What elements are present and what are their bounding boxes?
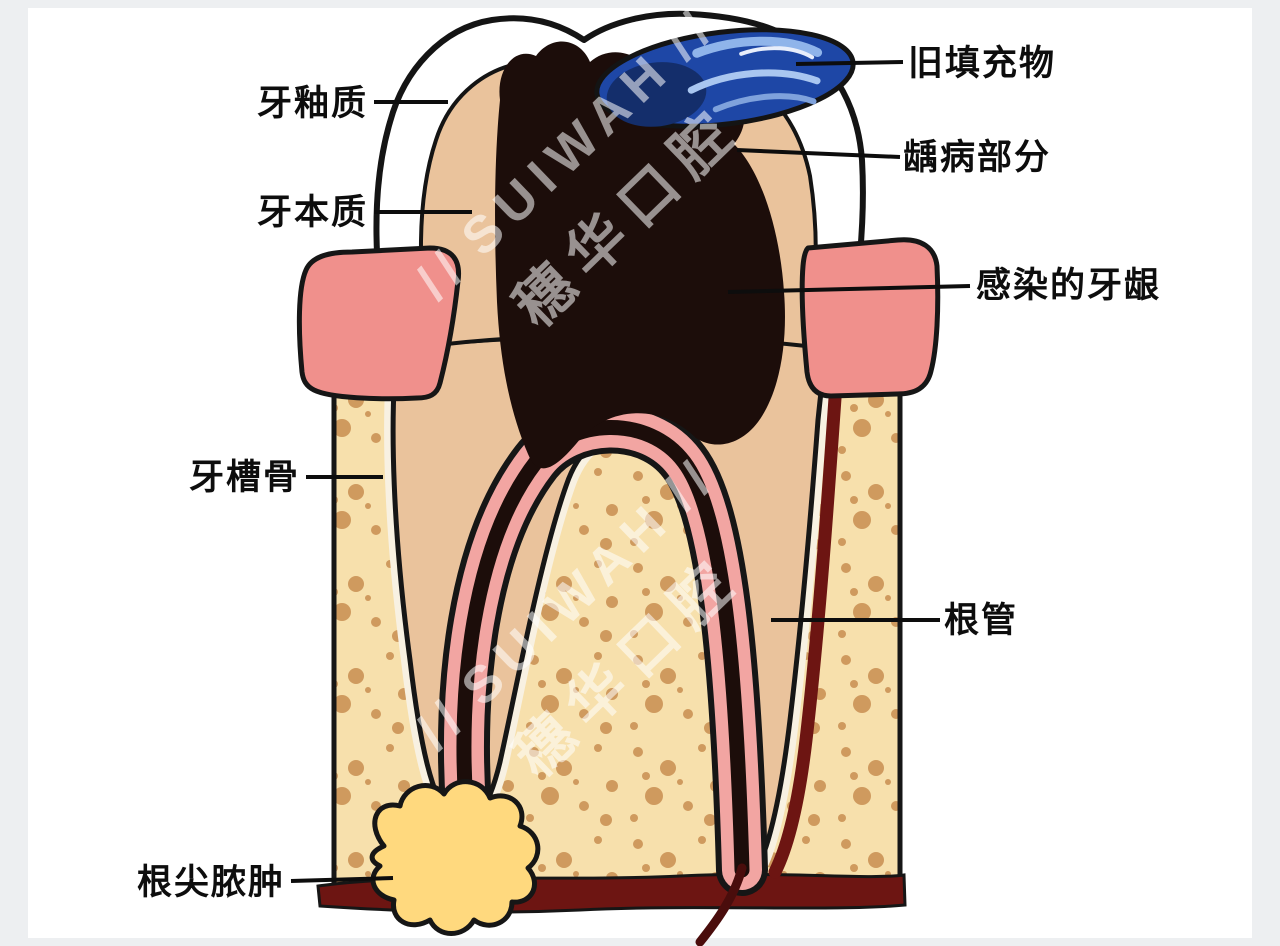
label-caries: 龋病部分	[903, 138, 1052, 177]
filling-streak	[712, 93, 817, 113]
apical-abscess-shape	[369, 779, 541, 936]
leader-line-caries	[736, 148, 901, 159]
leader-line-abscess	[290, 876, 394, 883]
old-filling-group	[594, 27, 856, 129]
filling-streak	[739, 46, 815, 60]
label-root-canal: 根管	[944, 601, 1019, 640]
filling-streak	[687, 69, 821, 94]
label-apical-abscess: 根尖脓肿	[136, 863, 285, 902]
gum-right-shape	[799, 237, 941, 399]
filling-streak	[692, 36, 823, 58]
gum-left-shape	[296, 245, 462, 402]
old-filling-shadow	[606, 62, 707, 127]
label-alveolar-bone: 牙槽骨	[188, 458, 300, 497]
label-dentin: 牙本质	[256, 193, 368, 232]
root-canal-core	[456, 420, 750, 878]
label-infected-gum: 感染的牙龈	[976, 266, 1162, 305]
label-enamel: 牙釉质	[256, 84, 368, 123]
label-old-filling: 旧填充物	[908, 44, 1057, 83]
infected-track-shape	[768, 348, 845, 879]
leader-line-infected-gum	[727, 284, 971, 294]
canal-extension-line	[695, 863, 747, 946]
leader-line-old-filling	[795, 60, 904, 66]
caries-shape	[495, 41, 785, 469]
